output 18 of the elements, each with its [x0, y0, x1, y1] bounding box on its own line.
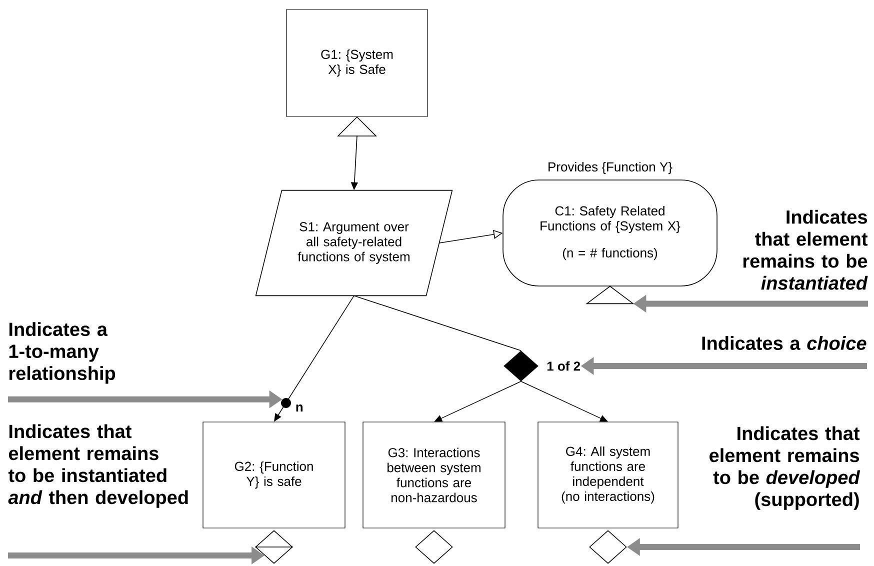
annotation-text: Indicates that element remains to be developed (supported) [710, 426, 860, 510]
goal-box: G1: {System X} is Safe [286, 9, 428, 117]
annotation-text: Indicates a 1-to-many relationship [9, 322, 116, 384]
multiplicity-label: n [296, 404, 303, 412]
goal-box: G4: All system functions are independent (no interactions) [538, 422, 678, 528]
undeveloped-instantiated-diamond [254, 530, 294, 564]
choice-label: 1 of 2 [547, 361, 580, 371]
context-heading: Provides {Function Y} [548, 162, 672, 174]
goal-box: G2: {Function Y} is safe [202, 422, 346, 528]
connector-line [354, 295, 522, 351]
undeveloped-diamond [589, 530, 627, 564]
annotation-text: Indicates that element remains to be instantiated [743, 210, 868, 290]
annotation-text: Indicates that element remains to be instantiated and then developed [8, 424, 188, 508]
annotation-text: Indicates a choice [702, 336, 866, 350]
context-box: C1: Safety Related Functions of {System X} (n = # functions) [502, 180, 718, 286]
undeveloped-diamond [415, 530, 453, 564]
strategy-parallelogram: S1: Argument over all safety-related functions of system [255, 190, 453, 296]
goal-box: G3: Interactions between system functions are non-hazardous [362, 422, 506, 528]
